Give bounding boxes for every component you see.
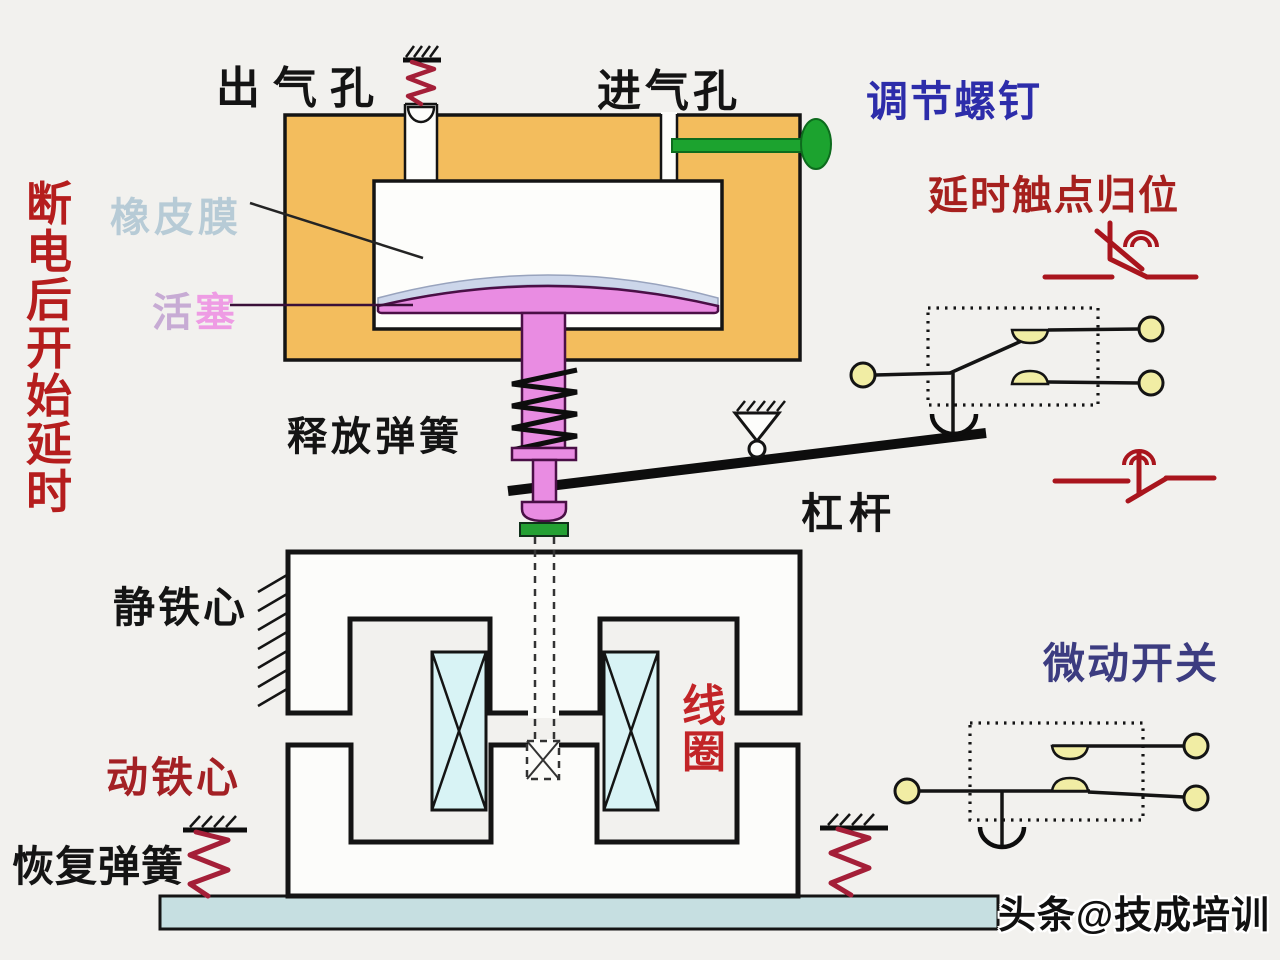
label-release-spring: 释放弹簧 [287, 415, 463, 459]
diaphragm-chamber [372, 179, 724, 331]
fulcrum-hatching [736, 400, 786, 412]
terminal-no [1137, 315, 1165, 343]
valve-rod-head [510, 446, 578, 537]
label-coil: 线圈 [682, 682, 726, 777]
label-moving-core: 动铁心 [106, 754, 242, 801]
label-air-outlet: 出气孔 [216, 64, 387, 113]
watermark: 头条@技成培训 [998, 895, 1271, 937]
coil-left [430, 650, 488, 812]
lever-hook [929, 413, 979, 437]
label-micro-switch: 微动开关 [1043, 640, 1220, 687]
micro-switch-group [893, 721, 1210, 850]
ms-terminal-no [1182, 732, 1210, 760]
contact-housing-dotted-box [926, 306, 1100, 407]
fixed-wall-hatching [257, 573, 288, 708]
ms-terminal-common [893, 777, 921, 805]
ms-contact-pad-lower [1050, 776, 1090, 793]
screw-head [800, 118, 832, 170]
release-spring-coil [511, 367, 578, 453]
micro-switch-dotted-box [968, 721, 1145, 822]
label-recovery-spring: 恢复弹簧 [12, 843, 185, 890]
adjusting-screw [671, 118, 832, 170]
moving-iron-core [285, 742, 801, 899]
outlet-spring [403, 45, 441, 107]
piston-stem-assembly [511, 311, 578, 453]
stem-flange [510, 446, 578, 462]
hidden-valve-rod [525, 537, 561, 781]
label-lever: 杠杆 [801, 490, 898, 537]
green-contact-pad [519, 522, 569, 537]
static-iron-core [257, 549, 803, 716]
contact-blade [949, 337, 1027, 375]
label-air-inlet: 进气孔 [597, 67, 741, 116]
ms-hook [977, 826, 1027, 850]
lever-assembly [507, 400, 987, 496]
label-piston: 活塞 [152, 280, 238, 338]
label-power-off-delay: 断电后开始延时 [26, 178, 72, 518]
lever-fulcrum-triangle [731, 411, 783, 444]
label-piston-char2: 塞 [195, 291, 238, 335]
label-adjusting-screw: 调节螺钉 [866, 78, 1043, 125]
ms-contact-pad-upper [1050, 744, 1090, 761]
delayed-contact-group [849, 306, 1165, 437]
base-plate [158, 894, 1000, 931]
label-rubber-membrane: 橡皮膜 [110, 196, 242, 240]
membrane-pointer-line [249, 201, 424, 260]
ms-terminal-nc [1182, 784, 1210, 812]
piston-shape [376, 284, 720, 315]
push-rod [531, 458, 558, 504]
recovery-spring-left [183, 815, 247, 899]
outlet-valve-seat [406, 105, 436, 124]
label-static-core: 静铁心 [113, 584, 249, 631]
delay-contact-symbol-upper [1042, 220, 1199, 280]
label-delay-contact-reset: 延时触点归位 [928, 174, 1180, 218]
coil-right [602, 650, 660, 812]
contact-pad-upper [1010, 328, 1050, 345]
label-piston-char1: 活 [152, 291, 195, 335]
delay-contact-symbol-lower [1052, 449, 1217, 504]
rod-cap [520, 500, 568, 523]
fulcrum-pin [747, 439, 767, 459]
contact-pad-lower [1010, 369, 1050, 386]
recovery-spring-right [820, 813, 888, 898]
terminal-nc [1137, 369, 1165, 397]
terminal-common [849, 361, 877, 389]
lever-bar [507, 428, 987, 496]
